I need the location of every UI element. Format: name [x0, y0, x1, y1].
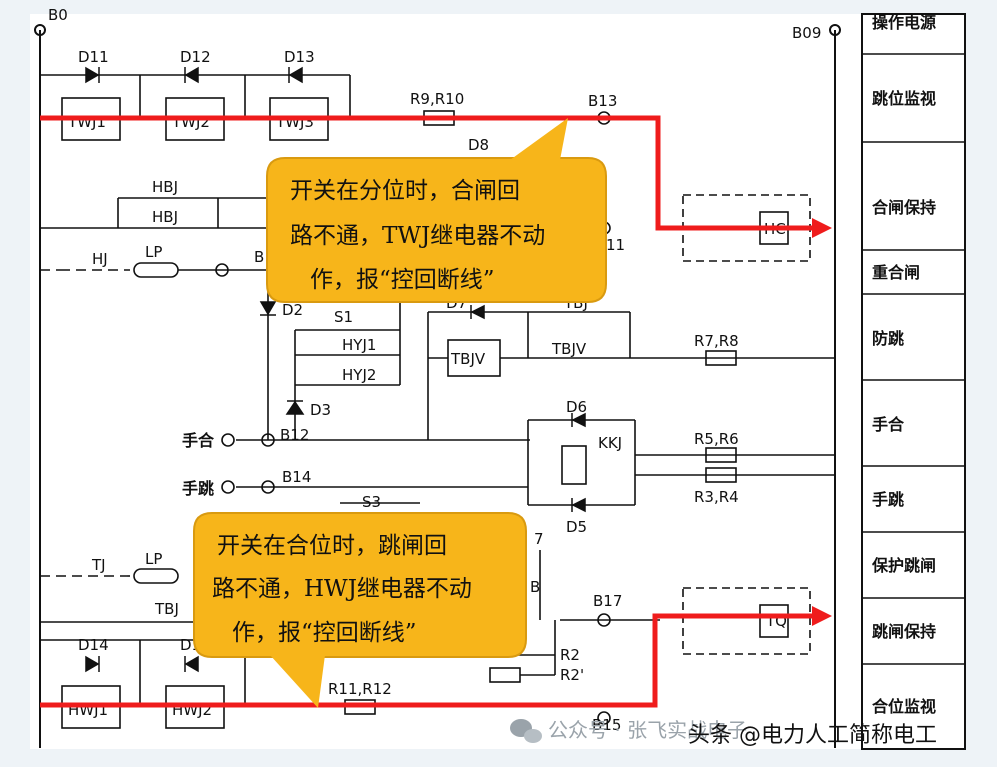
label-r9r10: R9,R10: [410, 90, 464, 108]
panel-item-manual-close: 手合: [872, 415, 905, 434]
label-tbjv-contact: TBJV: [551, 340, 587, 358]
watermark: 公众号 · 张飞实战电子 头条 @电力人工简称电工: [510, 718, 937, 748]
label-b17: B17: [593, 592, 622, 610]
label-b-mid: B: [530, 578, 540, 596]
bus-lines: [34, 24, 841, 748]
panel-item-close-hold: 合闸保持: [872, 198, 936, 217]
label-lp-bot: LP: [145, 550, 162, 568]
panel-item-reclose: 重合闸: [872, 263, 920, 282]
label-b14: B14: [282, 468, 311, 486]
diode-symbols: [85, 66, 586, 673]
callout-bottom: 开关在合位时，跳闸回 路不通，HWJ继电器不动 作，报“控回断线”: [193, 512, 527, 708]
panel-item-trip-monitor: 跳位监视: [872, 89, 936, 108]
label-tbj-bot: TBJ: [154, 600, 179, 618]
label-r3r4: R3,R4: [694, 488, 739, 506]
panel-item-anti-pump: 防跳: [872, 329, 904, 348]
label-hbj2: HBJ: [152, 208, 178, 226]
label-r2-prime: R2': [560, 666, 584, 684]
label-d12: D12: [180, 48, 211, 66]
callout-top-line1: 开关在分位时，合闸回: [290, 178, 520, 204]
label-d6: D6: [566, 398, 587, 416]
callout-top-line2: 路不通，TWJ继电器不动: [290, 223, 545, 249]
callout-top-line3: 作，报“控回断线”: [310, 267, 495, 293]
label-d3: D3: [310, 401, 331, 419]
label-s1: S1: [334, 308, 353, 326]
node-label-b0: B0: [48, 6, 68, 24]
label-manual-trip: 手跳: [182, 479, 214, 498]
panel-item-manual-trip: 手跳: [872, 490, 904, 509]
label-s3: S3: [362, 493, 381, 511]
watermark-account: 公众号 · 张飞实战电子: [548, 718, 747, 742]
callout-bottom-line2: 路不通，HWJ继电器不动: [212, 576, 472, 602]
label-hyj2: HYJ2: [342, 366, 376, 384]
label-d14: D14: [78, 636, 109, 654]
label-r2: R2: [560, 646, 580, 664]
label-hyj1: HYJ1: [342, 336, 376, 354]
label-d13: D13: [284, 48, 315, 66]
label-seven: 7: [534, 530, 544, 548]
node-label-b09: B09: [792, 24, 821, 42]
label-tj: TJ: [91, 556, 106, 574]
panel-item-close-monitor: 合位监视: [872, 697, 936, 716]
label-tbjv-coil: TBJV: [450, 350, 486, 368]
wechat-icon: [510, 719, 542, 743]
label-b-partial: B: [254, 248, 264, 266]
panel-item-trip-hold: 跳闸保持: [872, 622, 936, 641]
label-hbj1: HBJ: [152, 178, 178, 196]
red-path-bottom: [40, 606, 832, 708]
label-kkj: KKJ: [598, 434, 622, 452]
label-lp-top: LP: [145, 243, 162, 261]
panel-item-protection-trip: 保护跳闸: [871, 556, 936, 575]
label-d8: D8: [468, 136, 489, 154]
label-d5: D5: [566, 518, 587, 536]
label-d11: D11: [78, 48, 109, 66]
panel-item-power: 操作电源: [872, 13, 936, 32]
label-r5r6: R5,R6: [694, 430, 739, 448]
side-panel: 操作电源 跳位监视 合闸保持 重合闸 防跳 手合 手跳 保护跳闸 跳闸保持 合位…: [861, 13, 966, 750]
label-hj: HJ: [92, 250, 108, 268]
label-d2: D2: [282, 301, 303, 319]
label-b15: B15: [592, 716, 621, 734]
label-b11-partial: 11: [606, 236, 625, 254]
watermark-tagline: 头条 @电力人工简称电工: [688, 723, 937, 748]
callout-bottom-line1: 开关在合位时，跳闸回: [217, 533, 447, 559]
label-b13: B13: [588, 92, 617, 110]
red-path-top: [40, 115, 832, 238]
label-r11r12: R11,R12: [328, 680, 392, 698]
label-manual-close: 手合: [182, 431, 215, 450]
label-b12: B12: [280, 426, 309, 444]
callout-top: 开关在分位时，合闸回 路不通，TWJ继电器不动 作，报“控回断线”: [266, 118, 607, 303]
callout-bottom-line3: 作，报“控回断线”: [232, 620, 417, 646]
label-r7r8: R7,R8: [694, 332, 739, 350]
